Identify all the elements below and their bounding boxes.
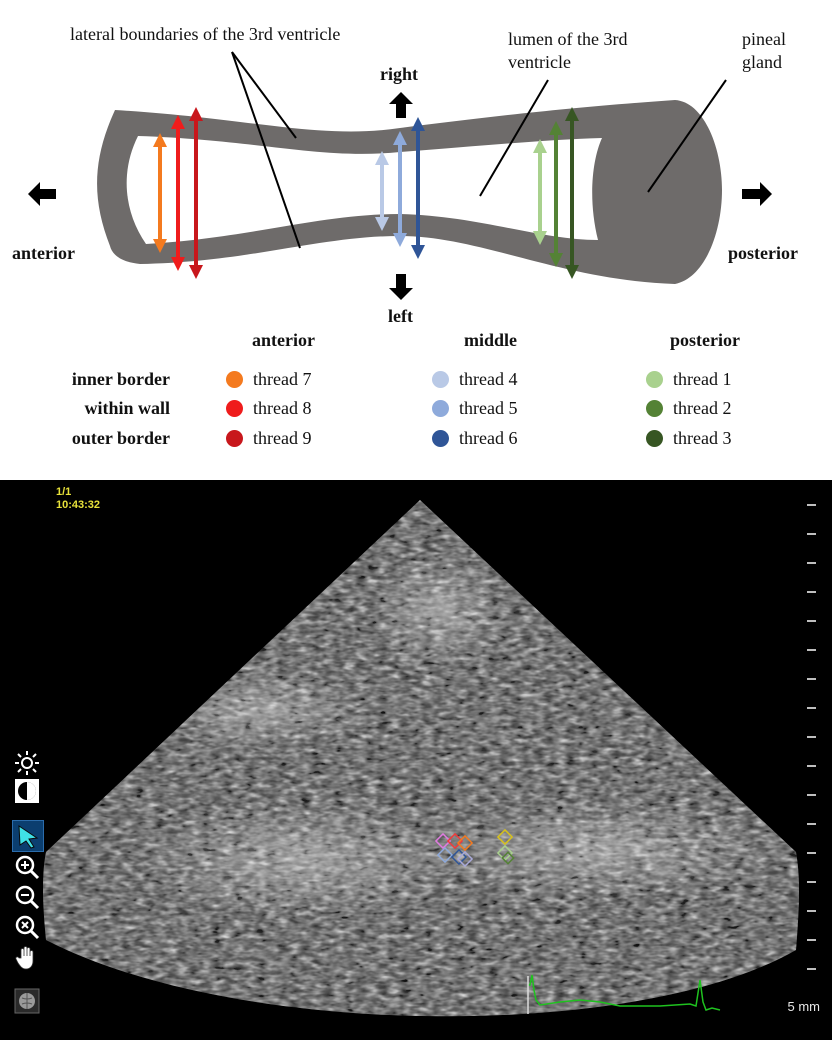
legend-dot — [646, 400, 663, 417]
label-posterior: posterior — [728, 243, 798, 263]
scale-tick — [807, 649, 816, 651]
legend-item-thread-7: thread 7 — [226, 369, 311, 390]
legend-label: thread 7 — [253, 369, 312, 389]
scale-tick — [807, 823, 816, 825]
pointer-line-boundary-top — [231, 51, 297, 139]
scale-tick — [807, 562, 816, 564]
legend-item-thread-8: thread 8 — [226, 398, 311, 419]
zoom-out-icon[interactable] — [12, 882, 42, 912]
legend-col-middle: middle — [464, 330, 518, 350]
pointer-icon[interactable] — [12, 820, 44, 852]
ultrasound-fan — [43, 500, 799, 1017]
scale-tick — [807, 620, 816, 622]
legend-dot — [226, 430, 243, 447]
zoom-in-icon[interactable] — [12, 852, 42, 882]
scale-tick — [807, 533, 816, 535]
legend-row-outer-border: outer border — [71, 428, 170, 448]
scale-tick — [807, 794, 816, 796]
scale-tick — [807, 504, 816, 506]
legend-item-thread-6: thread 6 — [432, 428, 517, 449]
legend-item-thread-1: thread 1 — [646, 369, 731, 390]
legend-dot — [226, 371, 243, 388]
label-lumen-line1: lumen of the 3rd — [508, 29, 628, 49]
scale-tick — [807, 765, 816, 767]
legend-dot — [646, 430, 663, 447]
scale-label: 5 mm — [787, 999, 821, 1014]
pointer-line-lumen — [479, 79, 549, 197]
scale-tick — [807, 736, 816, 738]
legend-dot — [226, 400, 243, 417]
contrast-icon[interactable] — [12, 776, 42, 806]
legend-label: thread 8 — [253, 398, 312, 418]
legend-row-inner-border: inner border — [71, 369, 170, 389]
ventricle-schematic — [28, 51, 772, 300]
label-pineal-line1: pineal — [742, 29, 786, 49]
brightness-icon[interactable] — [12, 748, 42, 778]
arrow-posterior-direction — [742, 182, 772, 206]
timestamp: 10:43:32 — [56, 499, 101, 511]
pointer-line-pineal — [647, 79, 727, 193]
frame-counter: 1/1 — [56, 486, 72, 498]
scale-tick — [807, 881, 816, 883]
thread-markers — [434, 828, 515, 868]
legend-dot — [432, 371, 449, 388]
label-left: left — [388, 306, 413, 326]
legend-label: thread 6 — [459, 428, 518, 448]
pointer-line-boundary-bottom — [231, 51, 301, 249]
legend-label: thread 4 — [459, 369, 518, 389]
scale-tick — [807, 707, 816, 709]
zoom-reset-icon[interactable] — [12, 912, 42, 942]
legend-item-thread-4: thread 4 — [432, 369, 517, 390]
ventricle-lumen — [126, 136, 602, 244]
label-anterior: anterior — [12, 243, 75, 263]
legend-label: thread 2 — [673, 398, 732, 418]
ultrasound-image — [43, 500, 799, 1017]
ecg-trace — [528, 974, 721, 1011]
ultrasound-viewer: 1/1 10:43:32 5 mm — [0, 480, 832, 1040]
arrow-left-direction — [389, 274, 413, 300]
label-lateral-boundaries: lateral boundaries of the 3rd ventricle — [70, 24, 341, 44]
scale-tick — [807, 678, 816, 680]
scale-tick — [807, 968, 816, 970]
arrow-right-direction — [389, 92, 413, 118]
legend-dot — [432, 400, 449, 417]
brain-icon[interactable] — [12, 986, 42, 1016]
legend-col-posterior: posterior — [670, 330, 740, 350]
legend-item-thread-9: thread 9 — [226, 428, 311, 449]
legend-dot — [432, 430, 449, 447]
scale-tick — [807, 939, 816, 941]
label-right: right — [380, 64, 418, 84]
legend-label: thread 3 — [673, 428, 732, 448]
ventricle-diagram: lateral boundaries of the 3rd ventricle … — [0, 0, 832, 470]
legend-item-thread-3: thread 3 — [646, 428, 731, 449]
legend-dot — [646, 371, 663, 388]
legend-item-thread-2: thread 2 — [646, 398, 731, 419]
legend-item-thread-5: thread 5 — [432, 398, 517, 419]
legend-label: thread 1 — [673, 369, 732, 389]
label-pineal-line2: gland — [742, 52, 782, 72]
scale-tick — [807, 910, 816, 912]
arrow-anterior-direction — [28, 182, 56, 206]
pan-hand-icon[interactable] — [12, 942, 42, 972]
legend-row-within-wall: within wall — [84, 398, 170, 418]
scale-tick — [807, 852, 816, 854]
legend-label: thread 9 — [253, 428, 312, 448]
legend-label: thread 5 — [459, 398, 518, 418]
scale-tick — [807, 591, 816, 593]
label-lumen-line2: ventricle — [508, 52, 571, 72]
legend-col-anterior: anterior — [252, 330, 315, 350]
